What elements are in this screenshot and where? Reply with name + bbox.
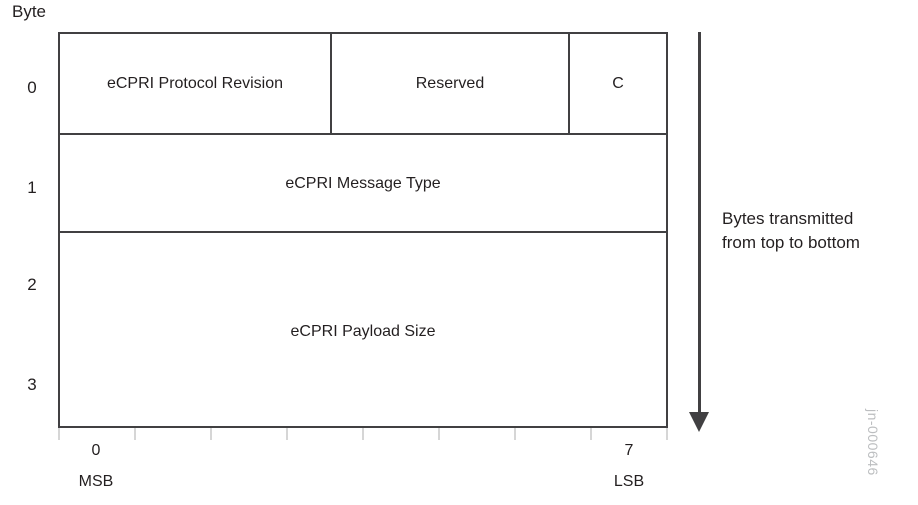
bit-tick-7 [590, 428, 592, 440]
bit-number-first: 0 [91, 442, 101, 459]
bit-tick-1 [134, 428, 136, 440]
header-row-byte-1: eCPRI Message Type [60, 135, 666, 233]
header-row-bytes-2-3: eCPRI Payload Size [60, 233, 666, 425]
byte-label-1: 1 [27, 178, 37, 197]
bit-tick-3 [286, 428, 288, 440]
byte-label-0: 0 [27, 78, 37, 97]
byte-axis-title: Byte [12, 2, 47, 21]
header-row-byte-0: eCPRI Protocol Revision Reserved C [60, 34, 666, 135]
byte-label-3: 3 [27, 375, 37, 394]
bit-ruler [58, 428, 668, 440]
header-field-table: eCPRI Protocol Revision Reserved C eCPRI… [58, 32, 668, 428]
bit-tick-5 [438, 428, 440, 440]
bit-tick-8 [666, 428, 668, 440]
bit-tick-0 [58, 428, 60, 440]
bit-tick-4 [362, 428, 364, 440]
transmission-arrow-shaft [698, 32, 701, 417]
transmission-arrow-head [689, 412, 709, 432]
byte-label-2: 2 [27, 275, 37, 294]
transmission-caption-line-1: Bytes transmitted [722, 209, 854, 228]
field-message-type: eCPRI Message Type [285, 174, 441, 192]
figure-watermark: jn-000646 [865, 409, 881, 476]
field-concatenation: C [568, 34, 666, 133]
bit-tick-2 [210, 428, 212, 440]
transmission-arrow-caption: Bytes transmitted from top to bottom [722, 207, 860, 255]
bit-number-last: 7 [624, 442, 634, 459]
field-payload-size: eCPRI Payload Size [60, 321, 666, 343]
field-protocol-revision: eCPRI Protocol Revision [106, 75, 284, 92]
transmission-caption-line-2: from top to bottom [722, 233, 860, 252]
field-reserved: Reserved [330, 34, 568, 133]
bit-significance-lsb: LSB [613, 473, 645, 490]
bit-tick-6 [514, 428, 516, 440]
bit-significance-msb: MSB [78, 473, 114, 490]
